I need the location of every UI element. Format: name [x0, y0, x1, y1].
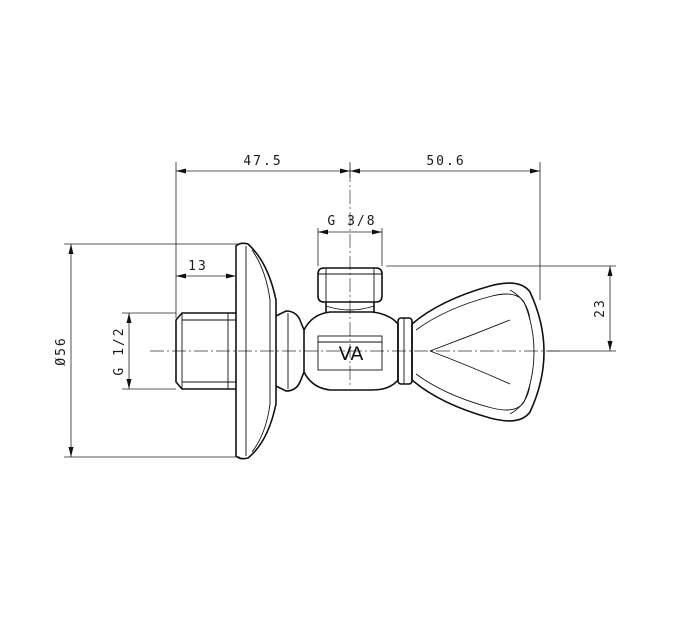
outlet-fitting [317, 267, 383, 312]
dimension-thread-length [176, 246, 237, 282]
dimension-outlet-height [386, 265, 616, 352]
dimension-outlet-thread-label: G 3/8 [327, 214, 376, 229]
dimension-inlet-thread [122, 312, 176, 390]
dimension-outlet-thread [317, 228, 383, 266]
dimension-inlet-thread-label: G 1/2 [112, 326, 127, 375]
badge-frame [317, 335, 383, 371]
centerlines [150, 168, 560, 386]
inlet-stub [175, 312, 236, 390]
dimension-center-to-handle: 50.6 [426, 154, 465, 169]
brand-badge-label: VA [339, 343, 364, 365]
dimension-outlet-height-label: 23 [593, 298, 608, 318]
dimension-rosette-diameter-label: Ø56 [54, 336, 69, 365]
dimension-rosette-diameter [64, 243, 240, 458]
dimension-thread-length-label: 13 [188, 259, 208, 274]
handle [411, 282, 545, 422]
dimension-top [175, 162, 541, 318]
neck [275, 310, 305, 392]
rosette [235, 242, 277, 460]
dimension-inlet-to-center: 47.5 [243, 154, 282, 169]
